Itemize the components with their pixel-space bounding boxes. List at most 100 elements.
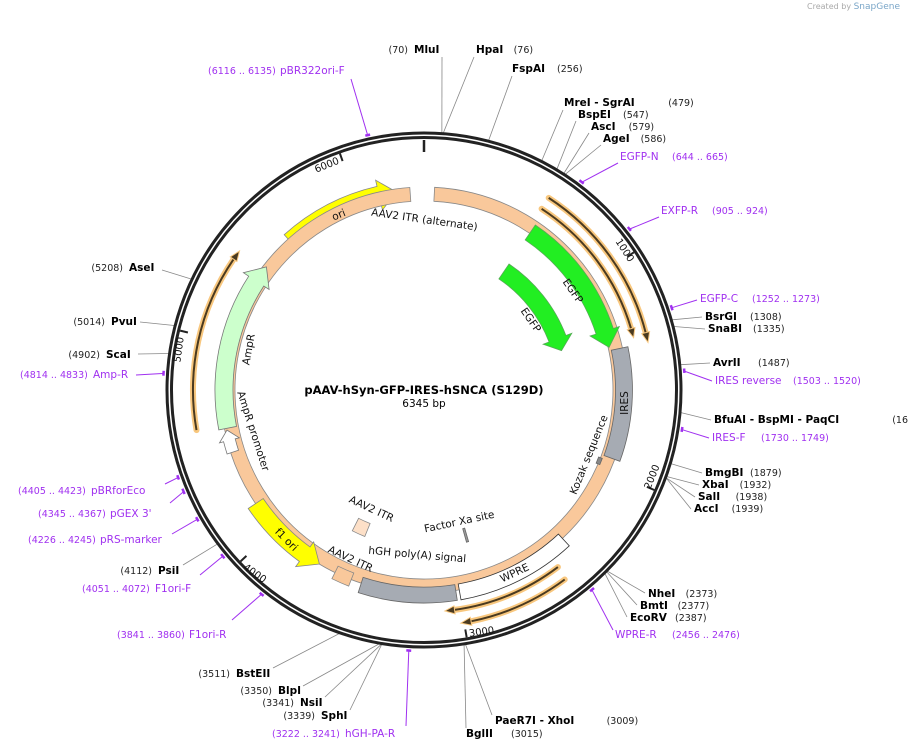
- restriction-site[interactable]: MluI(70): [388, 44, 439, 56]
- features: [179, 140, 655, 638]
- restriction-site[interactable]: HpaI(76): [476, 44, 533, 56]
- restriction-site[interactable]: SnaBI(1335): [708, 323, 785, 335]
- site-position: (256): [557, 64, 583, 75]
- restriction-site[interactable]: BspEI(547): [578, 109, 649, 121]
- orf-arrow[interactable]: [459, 576, 568, 626]
- restriction-site[interactable]: PvuI(5014): [73, 316, 137, 328]
- site-leader-line: [324, 644, 382, 698]
- orf-arrowhead: [443, 605, 456, 615]
- site-position: (2377): [678, 601, 710, 612]
- restriction-site[interactable]: BmgBI(1879): [705, 467, 782, 479]
- site-name: SphI: [321, 710, 347, 722]
- primer-mark[interactable]: [669, 304, 674, 311]
- aav2-itr-inner-box[interactable]: [351, 517, 371, 538]
- primer-label[interactable]: EXFP-R(905 .. 924): [661, 205, 768, 217]
- restriction-site[interactable]: MreI - SgrAI(479): [564, 97, 694, 109]
- primer-label[interactable]: IRES-F(1730 .. 1749): [712, 432, 829, 444]
- primer-label[interactable]: IRES reverse(1503 .. 1520): [715, 375, 861, 387]
- restriction-site[interactable]: AccI(1939): [694, 503, 763, 515]
- site-name: AvrII: [713, 357, 741, 369]
- factor-xa-site-mark[interactable]: [462, 527, 470, 543]
- primer-mark[interactable]: [181, 488, 186, 495]
- ampr-promoter-arrow[interactable]: [218, 429, 241, 455]
- restriction-site[interactable]: ScaI(4902): [68, 349, 130, 361]
- site-name: PsiI: [158, 565, 179, 577]
- restriction-site[interactable]: BstEII(3511): [198, 668, 270, 680]
- orf-arrow[interactable]: [443, 564, 561, 615]
- backbone-inner: [170, 136, 678, 644]
- primer-range: (644 .. 665): [672, 152, 728, 163]
- restriction-site[interactable]: NheI(2373): [648, 588, 717, 600]
- restriction-site[interactable]: EcoRV(2387): [630, 612, 707, 624]
- restriction-site[interactable]: BsrGI(1308): [705, 311, 782, 323]
- f1-ori-arrow[interactable]: [247, 497, 320, 568]
- wpre-box[interactable]: [457, 533, 570, 601]
- primer-mark[interactable]: [578, 179, 585, 185]
- restriction-site[interactable]: SphI(3339): [283, 710, 347, 722]
- site-name: BmgBI: [705, 467, 743, 479]
- primer-name: EXFP-R: [661, 205, 698, 217]
- primer-label[interactable]: WPRE-R(2456 .. 2476): [615, 629, 740, 641]
- restriction-site[interactable]: BlpI(3350): [240, 685, 301, 697]
- label-lines: [135, 56, 713, 729]
- restriction-site[interactable]: NsiI(3341): [262, 697, 322, 709]
- site-position: (2373): [686, 589, 718, 600]
- hgh-polya-box[interactable]: [357, 576, 458, 604]
- restriction-site[interactable]: AvrII(1487): [713, 357, 790, 369]
- aav2-itr-box[interactable]: [331, 565, 355, 587]
- primer-leader-line: [350, 78, 369, 137]
- plasmid-length: 6345 bp: [402, 398, 446, 410]
- orf-arrowhead: [640, 331, 651, 344]
- aav2-itr-alternate-box[interactable]: [220, 186, 628, 594]
- restriction-site[interactable]: BmtI(2377): [640, 600, 709, 612]
- primer-mark[interactable]: [195, 516, 200, 523]
- primer-mark[interactable]: [258, 591, 265, 597]
- primer-name: pGEX 3': [110, 508, 152, 520]
- egfp-arrow-inner[interactable]: [498, 263, 573, 352]
- orf-arrow[interactable]: [545, 194, 651, 344]
- primer-label[interactable]: hGH-PA-R(3222 .. 3241): [272, 728, 395, 740]
- ires-box[interactable]: [603, 346, 633, 462]
- restriction-site[interactable]: AseI(5208): [91, 262, 154, 274]
- primer-name: Amp-R: [93, 369, 128, 381]
- site-position: (3015): [511, 729, 543, 740]
- restriction-site[interactable]: FspAI(256): [512, 63, 583, 75]
- restriction-site[interactable]: AscI(579): [591, 121, 654, 133]
- restriction-site[interactable]: SalI(1938): [698, 491, 767, 503]
- snapgene-credit: Created by SnapGene: [807, 2, 900, 12]
- restriction-site[interactable]: XbaI(1932): [702, 479, 771, 491]
- primer-mark[interactable]: [365, 133, 371, 137]
- tick-mark: [338, 153, 344, 162]
- kozak-sequence-mark[interactable]: [595, 456, 603, 466]
- orf-arrow[interactable]: [538, 205, 636, 339]
- primer-mark[interactable]: [589, 587, 595, 593]
- primer-leader-line: [199, 555, 224, 576]
- primer-mark[interactable]: [680, 426, 684, 433]
- primer-range: (3841 .. 3860): [117, 630, 185, 641]
- primer-mark[interactable]: [220, 553, 226, 560]
- primer-label[interactable]: EGFP-N(644 .. 665): [620, 151, 728, 163]
- primer-range: (4226 .. 4245): [28, 535, 96, 546]
- primer-label[interactable]: EGFP-C(1252 .. 1273): [700, 293, 820, 305]
- primer-label[interactable]: F1ori-R(3841 .. 3860): [117, 629, 226, 641]
- site-name: MreI - SgrAI: [564, 97, 635, 109]
- primer-mark[interactable]: [176, 474, 181, 481]
- site-name: MluI: [414, 44, 439, 56]
- primer-label[interactable]: F1ori-F(4051 .. 4072): [82, 583, 191, 595]
- restriction-site[interactable]: BfuAI - BspMI - PaqCI(1675): [714, 414, 908, 426]
- primer-label[interactable]: Amp-R(4814 .. 4833): [20, 369, 128, 381]
- primer-label[interactable]: pRS-marker(4226 .. 4245): [28, 534, 163, 546]
- primer-label[interactable]: pBRforEco(4405 .. 4423): [18, 485, 145, 497]
- restriction-site[interactable]: PsiI(4112): [120, 565, 179, 577]
- primer-label[interactable]: pBR322ori-F(6116 .. 6135): [208, 65, 345, 77]
- orf-line: [454, 566, 559, 611]
- primer-mark[interactable]: [626, 226, 632, 232]
- orf-arrow[interactable]: [190, 249, 241, 434]
- restriction-site[interactable]: AgeI(586): [603, 133, 666, 145]
- site-leader-line: [302, 643, 380, 687]
- egfp-arrow-outer[interactable]: [524, 224, 621, 348]
- restriction-site[interactable]: BglII(3015): [466, 728, 543, 740]
- primer-label[interactable]: pGEX 3'(4345 .. 4367): [38, 508, 152, 520]
- ampr-arrow[interactable]: [214, 266, 270, 431]
- restriction-site[interactable]: PaeR7I - XhoI(3009): [495, 715, 638, 727]
